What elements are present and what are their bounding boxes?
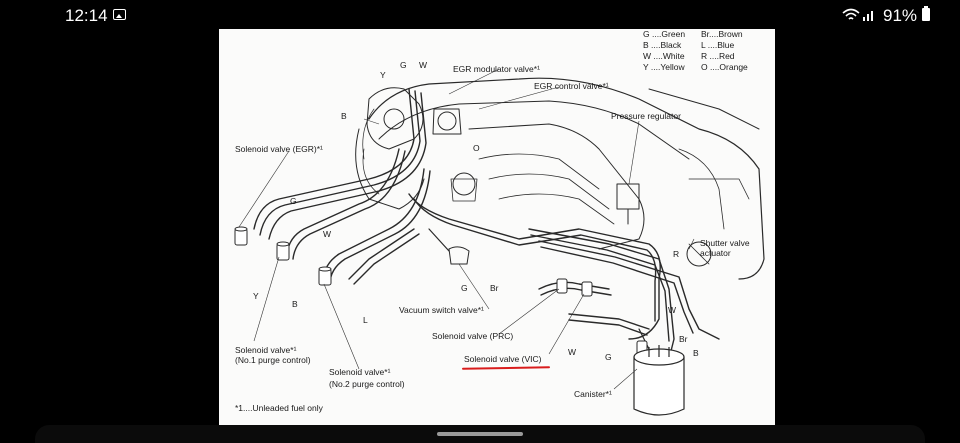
hose-letter-g: G <box>461 283 468 293</box>
clock: 12:14 <box>65 6 108 25</box>
legend-red: R ....Red <box>701 51 735 61</box>
label-canister: Canister*¹ <box>574 389 612 399</box>
legend-row-4: Y ....Yellow O ....Orange <box>643 62 748 72</box>
signal-icon <box>863 11 873 21</box>
hose-letter-w: W <box>668 305 677 315</box>
label-solenoid-valve-prc: Solenoid valve (PRC) <box>432 331 514 341</box>
home-gesture-handle[interactable] <box>437 432 523 436</box>
hose-letter-g: G <box>605 352 612 362</box>
hose-letter-br: Br <box>679 334 688 344</box>
label-solenoid-no1: Solenoid valve*¹ <box>235 345 297 355</box>
hose-letter-w: W <box>568 347 577 357</box>
label-egr-control-valve: EGR control valve*¹ <box>534 81 609 91</box>
legend-row-2: B ....Black L ....Blue <box>643 40 734 50</box>
legend-white: W ....White <box>643 51 685 61</box>
hose-letter-br: Br <box>490 283 499 293</box>
label-pressure-regulator: Pressure regulator <box>611 111 681 121</box>
engine-drawing <box>234 68 765 416</box>
vacuum-hose-diagram: G ....Green Br....Brown B ....Black L ..… <box>219 29 775 425</box>
battery-icon <box>922 6 930 21</box>
label-vacuum-switch-valve: Vacuum switch valve*¹ <box>399 305 484 315</box>
hose-letter-l: L <box>363 315 368 325</box>
label-shutter-valve: Shutter valve <box>700 238 750 248</box>
legend-row-1: G ....Green Br....Brown <box>643 29 743 39</box>
hose-letter-b: B <box>292 299 298 309</box>
legend-blue: L ....Blue <box>701 40 735 50</box>
hose-letter-g: G <box>290 196 297 206</box>
legend-yellow: Y ....Yellow <box>643 62 685 72</box>
legend-orange: O ....Orange <box>701 62 748 72</box>
legend-green: G ....Green <box>643 29 686 39</box>
label-solenoid-no1-purge: (No.1 purge control) <box>235 355 311 365</box>
wifi-icon <box>842 8 860 20</box>
hose-letter-w: W <box>419 60 428 70</box>
hose-letter-o: O <box>473 143 480 153</box>
gallery-icon <box>113 9 126 20</box>
hose-letter-y: Y <box>380 70 386 80</box>
hose-letter-r: R <box>673 249 680 259</box>
label-solenoid-no2-purge: (No.2 purge control) <box>329 379 405 389</box>
legend-black: B ....Black <box>643 40 682 50</box>
label-solenoid-valve-egr: Solenoid valve (EGR)*¹ <box>235 144 323 154</box>
label-egr-modulator-valve: EGR modulator valve*¹ <box>453 64 540 74</box>
hose-letter-y: Y <box>253 291 259 301</box>
label-solenoid-no2: Solenoid valve*¹ <box>329 367 391 377</box>
label-shutter-valve-actuator: actuator <box>700 248 731 258</box>
hose-letter-b: B <box>341 111 347 121</box>
label-solenoid-valve-vic: Solenoid valve (VIC) <box>464 354 542 364</box>
battery-percent: 91% <box>883 6 918 25</box>
legend-row-3: W ....White R ....Red <box>643 51 735 61</box>
hose-letter-w: W <box>323 229 332 239</box>
hose-letter-g: G <box>400 60 407 70</box>
hose-letter-b: B <box>693 348 699 358</box>
status-bar: 12:14 91% <box>0 0 960 30</box>
legend-brown: Br....Brown <box>701 29 743 39</box>
footnote: *1....Unleaded fuel only <box>235 403 323 413</box>
